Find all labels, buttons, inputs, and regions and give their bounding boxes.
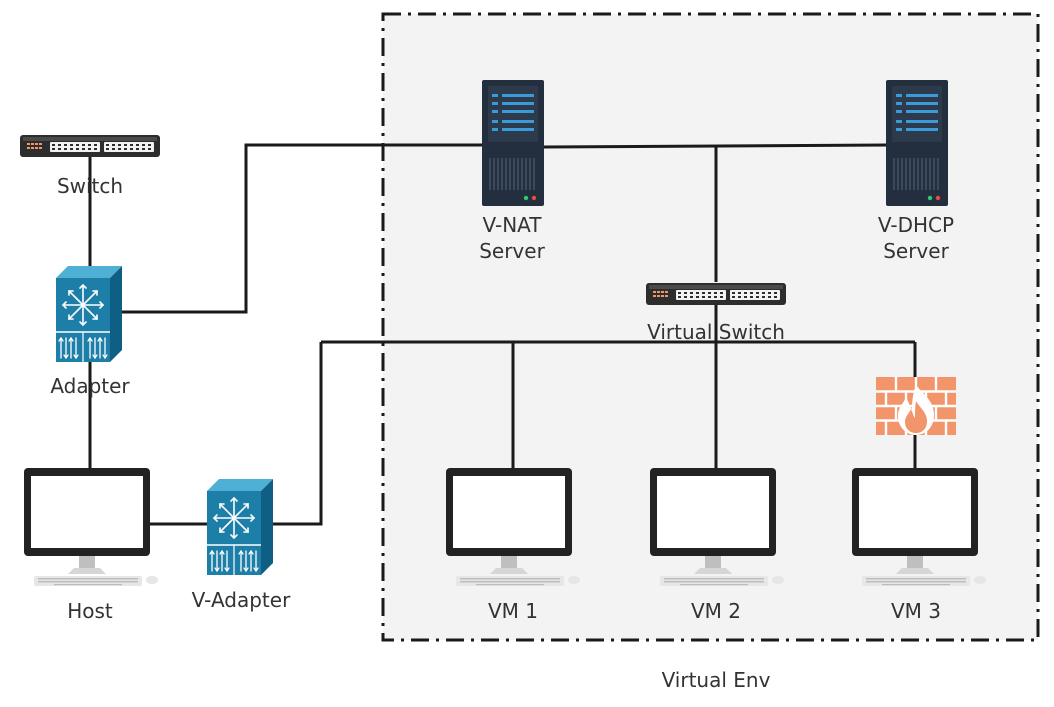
v-nat-label-line2: Server — [479, 239, 545, 263]
switch-label: Switch — [57, 174, 123, 198]
v-nat-label-line1: V-NAT — [482, 213, 542, 237]
layer3-switch-icon — [55, 265, 123, 363]
virtual-switch-label: Virtual Switch — [647, 320, 785, 344]
link-vadapter-bus — [272, 342, 323, 526]
layer3-switch-icon — [206, 478, 274, 576]
link-vnat-vdhcp — [543, 143, 889, 149]
network-links — [88, 143, 917, 526]
host-computer-icon — [24, 468, 158, 586]
adapter-label: Adapter — [50, 374, 130, 398]
server-tower-icon — [885, 79, 949, 207]
firewall-icon — [874, 375, 958, 437]
v-dhcp-label-line1: V-DHCP — [878, 213, 954, 237]
host-label: Host — [67, 599, 113, 623]
v-dhcp-label-line2: Server — [883, 239, 949, 263]
vm3-label: VM 3 — [891, 599, 941, 623]
vm2-label: VM 2 — [691, 599, 741, 623]
network-switch-icon — [20, 135, 160, 157]
network-switch-icon — [646, 283, 786, 305]
v-adapter-label: V-Adapter — [192, 588, 291, 612]
vm1-label: VM 1 — [488, 599, 538, 623]
link-adapter-vnat — [118, 143, 482, 314]
server-tower-icon — [481, 79, 545, 207]
virtual-env-label: Virtual Env — [662, 668, 771, 692]
